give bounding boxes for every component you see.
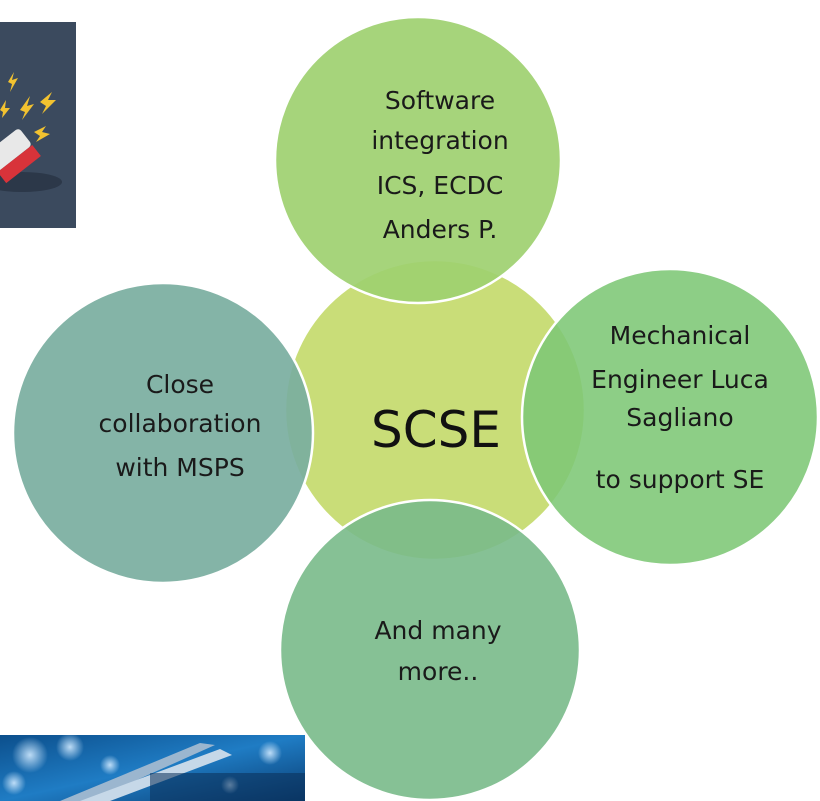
node-right-line: to support SE	[596, 465, 765, 494]
node-left-line: Close	[146, 370, 214, 399]
node-top-line: Anders P.	[383, 215, 498, 244]
tweezers-photo-icon	[0, 735, 305, 801]
node-bottom-line: more..	[398, 657, 479, 686]
lab-tweezers-photo	[0, 735, 305, 801]
node-top-circle	[273, 15, 563, 305]
node-bottom-circle	[278, 498, 582, 801]
node-right-line: Engineer Luca	[591, 365, 769, 394]
node-top-line: ICS, ECDC	[377, 171, 504, 200]
node-right-circle	[520, 267, 820, 567]
magnet-icon	[0, 22, 76, 228]
node-top-line: integration	[371, 126, 508, 155]
node-top-line: Software	[385, 86, 495, 115]
node-left-line: with MSPS	[115, 453, 244, 482]
node-left-circle	[11, 281, 315, 585]
node-right-line: Mechanical	[610, 321, 751, 350]
magnet-illustration	[0, 22, 76, 228]
hub-label: SCSE	[371, 401, 501, 459]
node-right-line: Sagliano	[626, 403, 733, 432]
node-bottom-line: And many	[374, 616, 501, 645]
node-left-line: collaboration	[99, 409, 262, 438]
